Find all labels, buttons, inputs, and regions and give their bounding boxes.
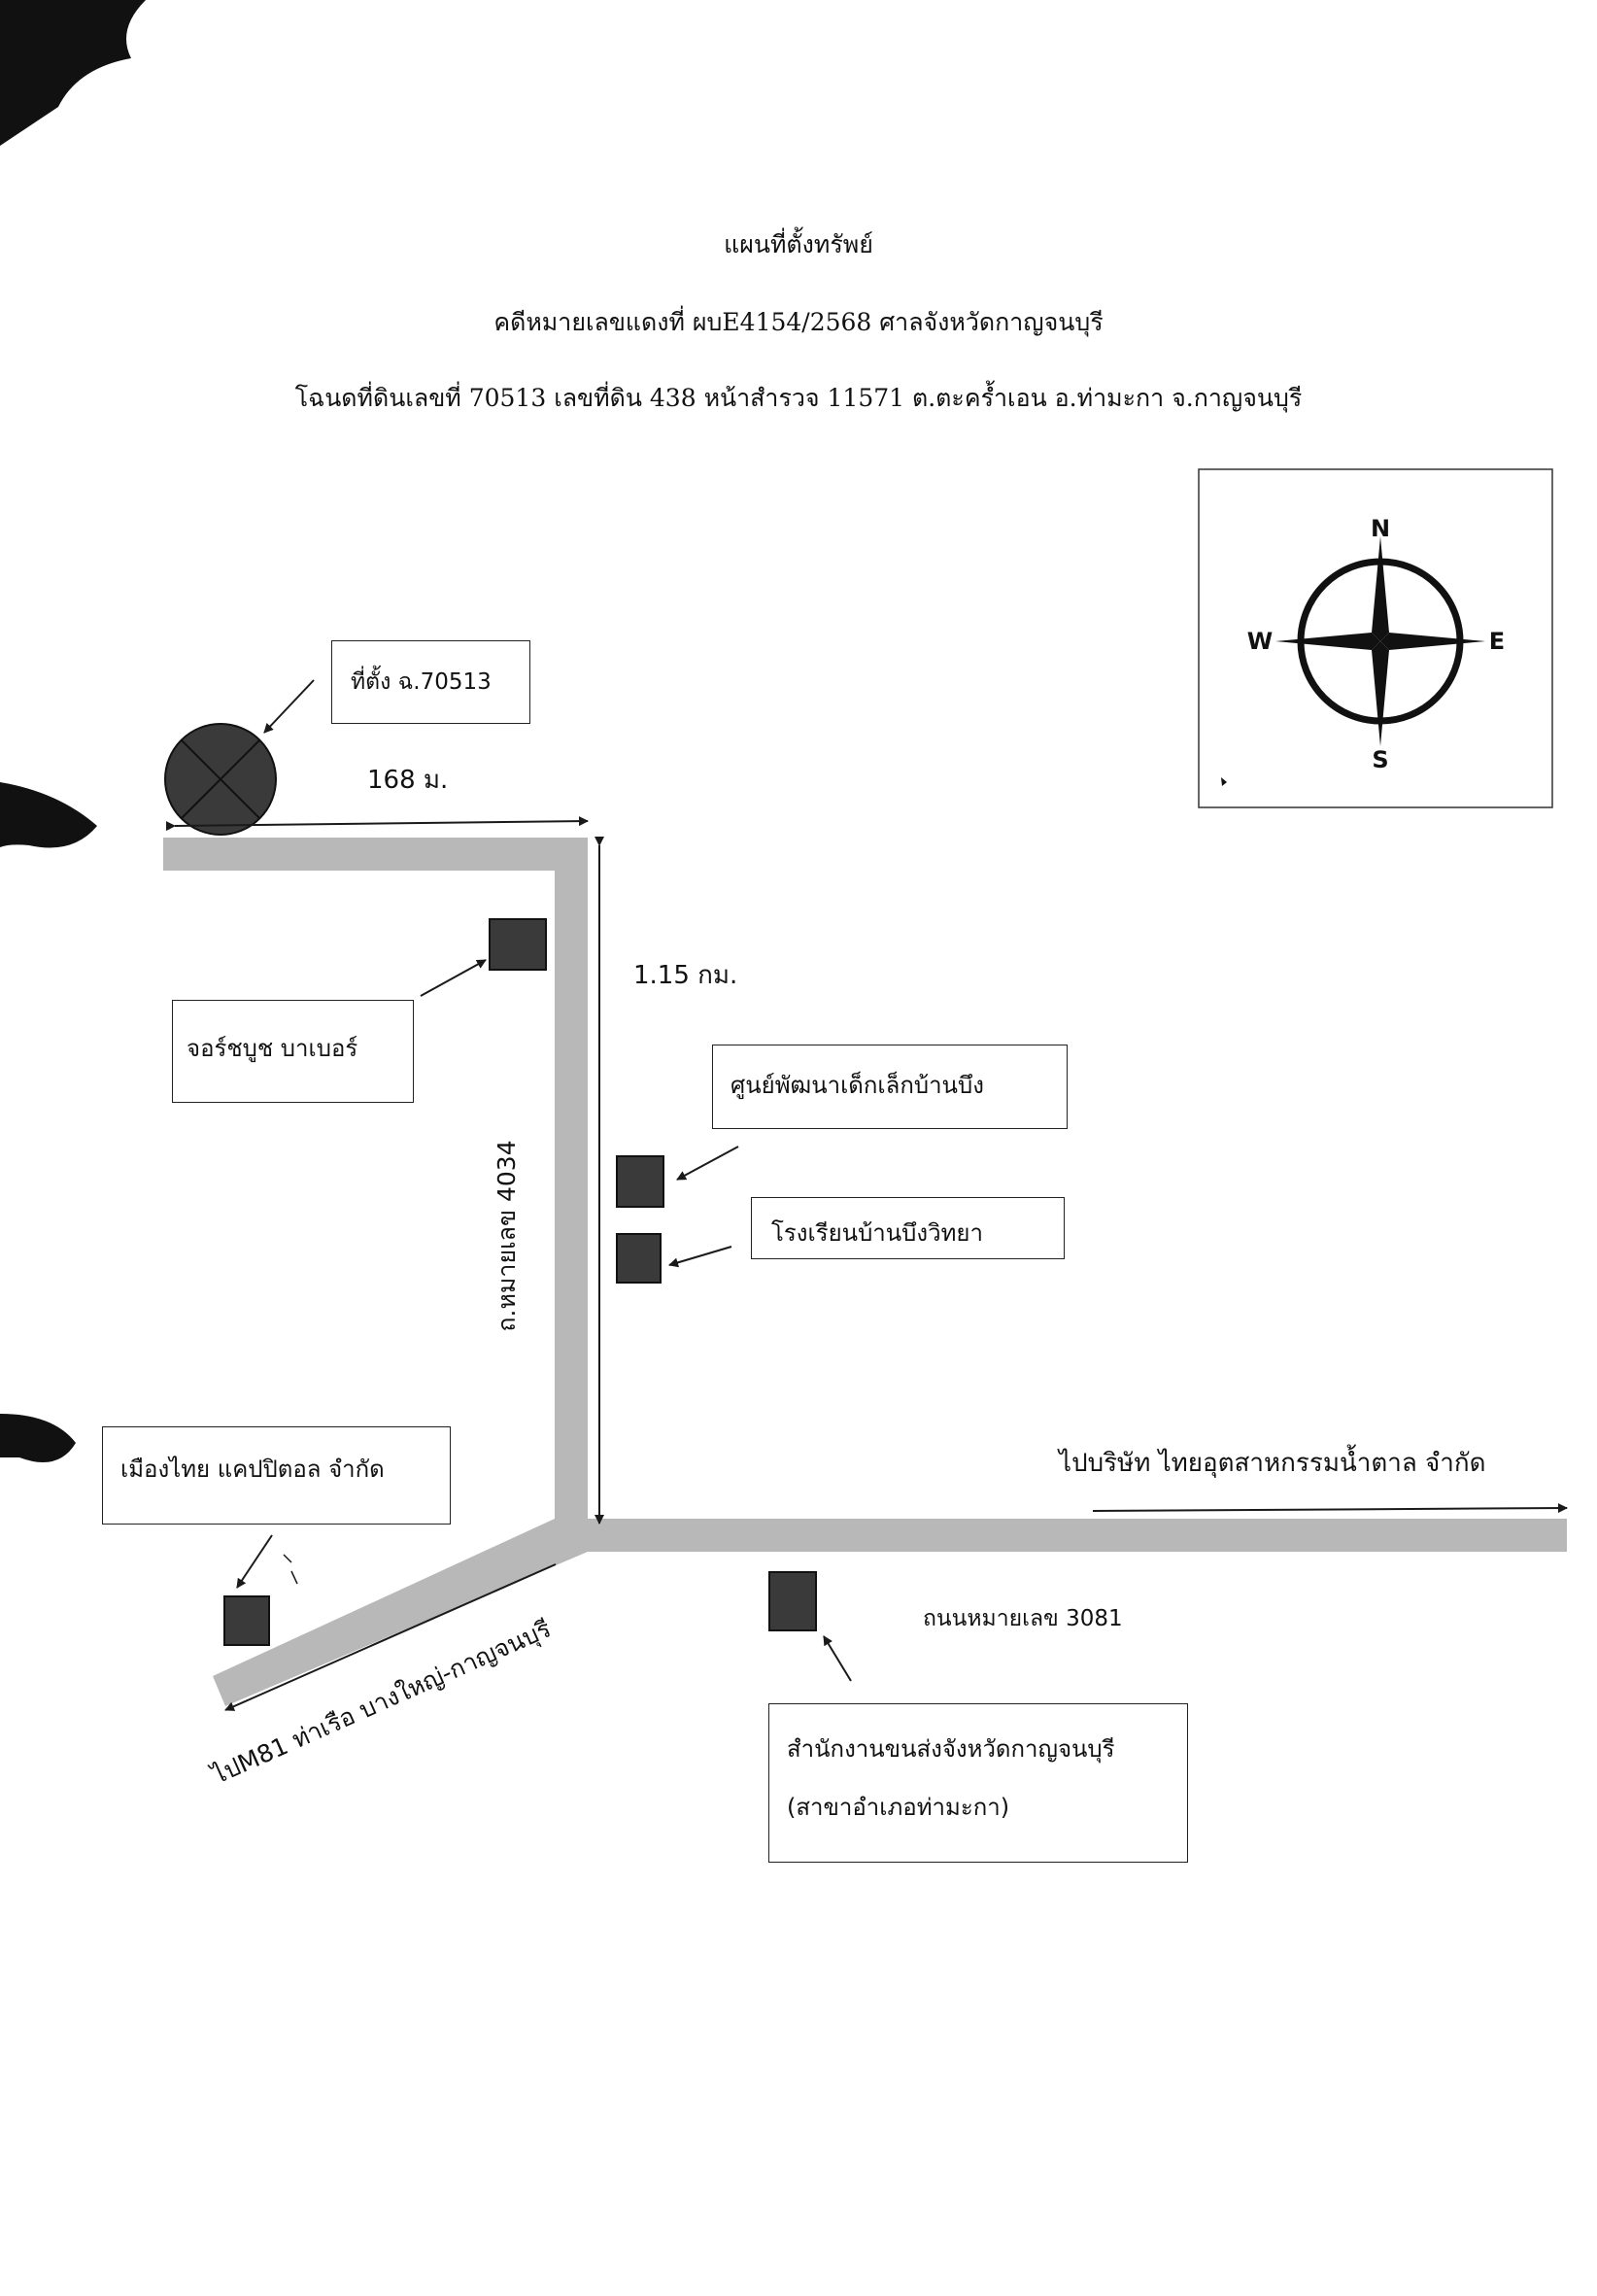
pointer-mueang-thai-tick2 [290,1570,298,1585]
school-box: โรงเรียนบ้านบึงวิทยา [751,1197,1065,1259]
child-center-label: ศูนย์พัฒนาเด็กเล็กบ้านบึง [731,1072,984,1099]
school-label: โรงเรียนบ้านบึงวิทยา [771,1219,983,1247]
compass-s: S [1372,746,1388,773]
road-to-m81 [213,1519,588,1706]
george-boots-label: จอร์ชบูช บาเบอร์ [187,1035,358,1062]
map-title: แผนที่ตั้งทรัพย์ [724,230,873,258]
direction-arrow-sugar [1092,1503,1568,1514]
road-4034 [555,838,588,1535]
compass-rose-icon [1275,536,1485,746]
mueang-thai-label: เมืองไทย แคปปิตอล จำกัด [120,1456,385,1483]
compass-frame [1198,468,1553,808]
transport-office-label-1: สำนักงานขนส่งจังหวัดกาญจนบุรี [787,1735,1115,1763]
pointer-school [668,1246,732,1268]
child-center-box: ศูนย์พัฒนาเด็กเล็กบ้านบึง [712,1045,1068,1129]
deed-info-line: โฉนดที่ดินเลขที่ 70513 เลขที่ดิน 438 หน้… [294,384,1303,412]
building-george-boots [489,918,547,971]
to-sugar-company-label: ไปบริษัท ไทยอุตสาหกรรมน้ำตาล จำกัด [1059,1449,1486,1478]
george-boots-box: จอร์ชบูช บาเบอร์ [172,1000,414,1103]
building-child-center [616,1155,664,1208]
distance-115km-label: 1.15 กม. [633,961,738,990]
site-label: ที่ตั้ง ฉ.70513 [351,669,492,695]
scan-blot-left-1 [0,782,97,848]
case-number-line: คดีหมายเลขแดงที่ ผบE4154/2568 ศาลจังหวัด… [493,308,1104,336]
building-mueang-thai [223,1595,270,1646]
site-label-box: ที่ตั้ง ฉ.70513 [331,640,530,724]
compass-letters: N S E W [1247,515,1505,773]
compass-n: N [1371,515,1390,542]
pointer-george-boots [420,959,487,997]
transport-office-label-2: (สาขาอำเภอท่ามะกา) [787,1794,1010,1821]
mueang-thai-box: เมืองไทย แคปปิตอล จำกัด [102,1426,451,1525]
pointer-mueang-thai-tick1 [283,1554,292,1563]
pointer-site [263,679,315,734]
pointer-child-center [676,1146,739,1181]
road-top-segment [163,838,588,871]
compass-e: E [1489,628,1505,655]
scan-blot-left-2 [0,1414,76,1462]
direction-arrow-m81 [224,1563,557,1711]
property-site-marker [164,723,277,836]
dimension-168m [165,816,589,832]
road-3081-label: ถนนหมายเลข 3081 [923,1606,1123,1631]
pointer-mueang-thai [236,1534,273,1589]
compass-w: W [1247,628,1273,655]
building-transport-office [768,1571,817,1631]
scan-speck [1221,777,1227,786]
transport-office-box: สำนักงานขนส่งจังหวัดกาญจนบุรี (สาขาอำเภอ… [768,1703,1188,1863]
scan-blot-top-left [0,0,146,146]
road-4034-label: ถ.หมายเลข 4034 [493,1140,521,1332]
pointer-transport-office [823,1635,852,1682]
distance-168m-label: 168 ม. [367,766,449,795]
building-school [616,1233,662,1284]
road-3081 [555,1519,1567,1552]
